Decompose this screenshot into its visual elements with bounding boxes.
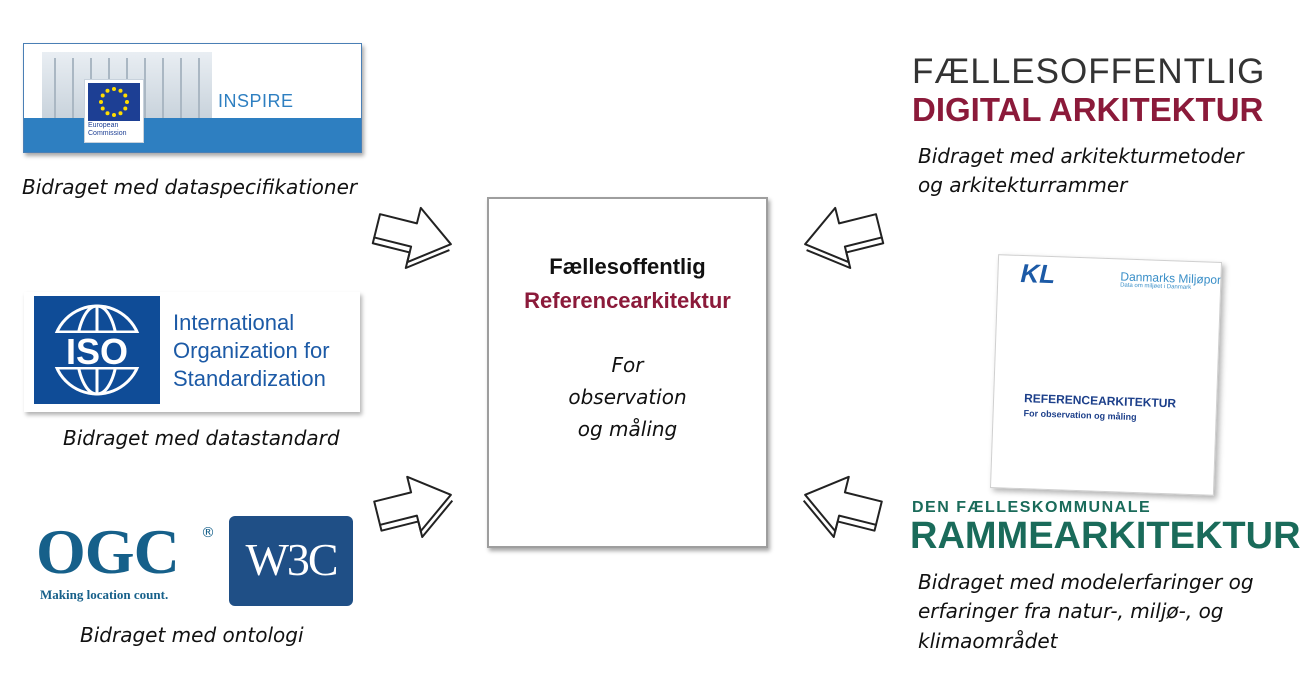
arrow-icon [802,475,883,538]
ramme-caption-line3: klimaområdet [918,629,1058,653]
center-title-line1: Fællesoffentlig [549,254,706,279]
center-subtitle-line1: For [611,353,644,377]
ogc-text: OGC [36,516,180,587]
inspire-logo: European Commission INSPIRE [23,43,362,153]
iso-logo: ISO International Organization for Stand… [24,292,360,412]
european-commission-logo: European Commission [84,79,144,143]
inspire-label: INSPIRE [218,91,294,111]
iso-name-line3: Standardization [173,366,326,391]
iso-caption: Bidraget med datastandard [63,426,340,450]
ogc-logo: OGC ® Making location count. [36,517,220,609]
kl-logo: KL [1019,257,1056,290]
ontologi-caption: Bidraget med ontologi [80,623,304,647]
center-title-line2: Referencearkitektur [524,288,731,313]
ogc-registered-mark: ® [201,525,215,541]
miljoportal-tagline: Data om miljøet i Danmark [1120,282,1192,291]
kl-document-thumbnail: KL Danmarks Miljøportal Data om miljøet … [989,254,1223,496]
w3c-logo: W3C [229,516,353,606]
inspire-band [24,118,361,152]
document-subtitle: For observation og måling [1023,408,1137,423]
iso-name-line1: International [173,310,295,335]
iso-name-line2: Organization for [173,338,330,363]
fda-caption-line2: og arkitekturrammer [918,173,1128,197]
arrow-icon [373,475,454,538]
center-subtitle: For observation og måling [489,349,766,445]
fda-line1: FÆLLESOFFENTLIG [912,52,1266,91]
center-subtitle-line3: og måling [577,417,678,441]
document-title: REFERENCEARKITEKTUR [1023,391,1177,411]
inspire-caption: Bidraget med dataspecifikationer [22,175,358,199]
ramme-line2: RAMMEARKITEKTUR [910,514,1301,558]
ramme-caption-line1: Bidraget med modelerfaringer og [918,570,1254,594]
commission-text: European Commission [88,122,127,137]
iso-name: International Organization for Standardi… [173,309,330,393]
arrow-icon [804,206,885,269]
w3c-text: W3C [245,534,338,585]
eu-flag-icon [88,83,140,121]
reference-architecture-box: Fællesoffentlig Referencearkitektur For … [487,197,768,548]
fda-line2: DIGITAL ARKITEKTUR [912,91,1264,128]
center-subtitle-line2: observation [568,385,687,409]
ogc-tagline: Making location count. [40,587,169,602]
fda-caption-line1: Bidraget med arkitekturmetoder [918,144,1244,168]
ramme-line1: DEN FÆLLESKOMMUNALE [912,499,1152,516]
iso-globe-icon: ISO [34,296,160,404]
arrow-icon [371,206,452,269]
iso-logo-text: ISO [66,331,128,372]
ramme-caption-line2: erfaringer fra natur-, miljø-, og [918,599,1224,623]
